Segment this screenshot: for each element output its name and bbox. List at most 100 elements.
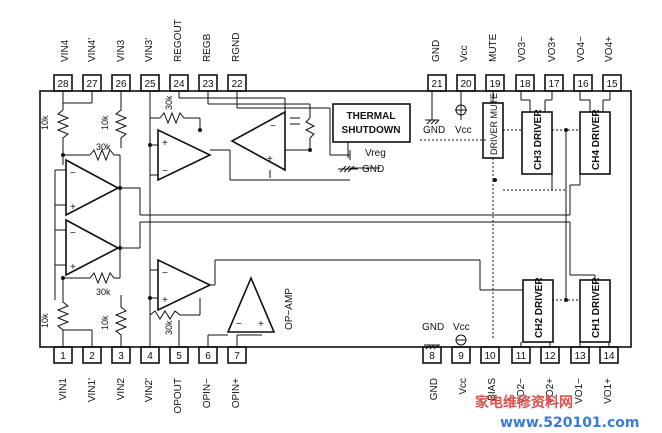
pin-label-25: VIN3' (144, 38, 155, 62)
pin-label-26: VIN3 (116, 39, 127, 62)
driver-wiring (479, 91, 611, 347)
pin-label-2: VIN1' (87, 378, 98, 402)
watermark-url: www.520101.com (500, 415, 640, 431)
pin-label-14: VO1+ (603, 378, 614, 404)
res-30k-label: 30k (96, 287, 111, 297)
amp-op-amp (226, 275, 276, 333)
pin-12-number: 12 (544, 351, 556, 362)
pin-label-24: REGOUT (173, 19, 184, 62)
vcc-label-a: Vcc (455, 125, 472, 136)
pin-19-box (485, 74, 505, 92)
pin-19-number: 19 (489, 79, 501, 90)
pin-label-21: GND (431, 40, 442, 62)
pin-10-number: 10 (484, 351, 496, 362)
pin-15-number: 15 (606, 79, 618, 90)
pin-label-23: REGB (202, 33, 213, 62)
svg-text:−: − (162, 268, 168, 279)
pin-14-number: 14 (603, 351, 615, 362)
thermal-label-2: SHUTDOWN (342, 125, 401, 136)
ch4-driver-block (579, 111, 611, 175)
pin-label-4: VIN2' (144, 378, 155, 402)
pin-label-27: VIN4' (87, 38, 98, 62)
pin-label-13: VO1− (574, 378, 585, 404)
pin-label-18: VO3− (517, 36, 528, 62)
amp-signs: − + − + + − − + − + − + (70, 121, 276, 330)
top-pin-labels: VIN4 VIN4' VIN3 VIN3' REGOUT REGB RGND G… (60, 19, 615, 62)
pin-label-16: VO4− (576, 36, 587, 62)
pin-20-box (456, 74, 476, 92)
pin-2-number: 2 (89, 351, 95, 362)
pin-label-9: Vcc (458, 378, 469, 395)
pin-8-number: 8 (429, 351, 435, 362)
pin-22-number: 22 (231, 79, 243, 90)
pin-label-22: RGND (231, 33, 242, 62)
amp-ch2-mid (157, 258, 212, 312)
ch2-driver-block (522, 279, 554, 343)
pin-16-box (573, 74, 593, 92)
res-30k-label: 30k (164, 95, 174, 110)
gnd-label-a: GND (362, 164, 384, 175)
op-amp-label: OP−AMP (284, 288, 295, 330)
res-10k-label: 10k (100, 115, 110, 130)
pin-label-19: MUTE (488, 33, 499, 62)
pin-23-number: 23 (202, 79, 214, 90)
pin-20-number: 20 (460, 79, 472, 90)
pin-25-number: 25 (144, 79, 156, 90)
pin-21-box (427, 74, 447, 92)
res-30k-label: 30k (164, 320, 174, 335)
svg-text:−: − (162, 166, 168, 177)
pin-label-6: OPIN− (202, 378, 213, 408)
bottom-pin-labels: VIN1 VIN1' VIN2 VIN2' OPOUT OPIN− OPIN+ … (58, 378, 614, 414)
pin-9-box (451, 346, 471, 364)
pin-28-number: 28 (57, 79, 69, 90)
svg-text:+: + (70, 202, 76, 213)
pin-label-5: OPOUT (173, 378, 184, 414)
amp-ch4 (65, 158, 120, 217)
thermal-shutdown-block (332, 103, 411, 143)
pin-label-3: VIN2 (116, 378, 127, 401)
pin-label-8: GND (429, 378, 440, 400)
watermark-text: 家电维修资料网 (475, 394, 573, 411)
gnd-label-c: GND (422, 322, 444, 333)
pin-7-number: 7 (234, 351, 240, 362)
pin-6-number: 6 (205, 351, 211, 362)
pin-18-number: 18 (519, 79, 531, 90)
pin-label-15: VO4+ (604, 36, 615, 62)
pin-label-7: OPIN+ (231, 378, 242, 408)
res-10k-label: 10k (40, 313, 50, 328)
driver-mute-label: DRIVER MUTE (489, 93, 499, 155)
pin-18-box (515, 74, 535, 92)
pin-17-number: 17 (548, 79, 560, 90)
pin-9-number: 9 (458, 351, 464, 362)
pin-label-28: VIN4 (60, 39, 71, 62)
pin-11-number: 11 (516, 351, 527, 362)
pin-label-12: VO2+ (545, 378, 556, 404)
pin-13-number: 13 (574, 351, 586, 362)
pin-26-number: 26 (115, 79, 127, 90)
pin-1-number: 1 (60, 351, 66, 362)
thermal-label-1: THERMAL (347, 111, 396, 122)
amp-regulator (230, 110, 286, 172)
pin-label-1: VIN1 (58, 378, 69, 401)
pin-24-number: 24 (173, 79, 185, 90)
svg-text:+: + (162, 295, 168, 306)
ch1-driver-label: CH1 DRIVER (591, 277, 602, 338)
pin-4-number: 4 (147, 351, 153, 362)
svg-text:+: + (258, 319, 264, 330)
pin-label-17: VO3+ (547, 36, 558, 62)
gnd-label-b: GND (423, 125, 445, 136)
res-30k-label: 30k (96, 142, 111, 152)
res-10k-label: 10k (40, 115, 50, 130)
pin-16-number: 16 (577, 79, 589, 90)
ch2-driver-label: CH2 DRIVER (534, 277, 545, 338)
svg-text:−: − (270, 121, 276, 132)
ch3-driver-block (521, 111, 553, 175)
pin-5-number: 5 (176, 351, 182, 362)
pin-3-number: 3 (118, 351, 124, 362)
pin-15-box (602, 74, 622, 92)
resistor-labels: 10k 10k 10k 10k 30k 30k 30k 30k (40, 95, 174, 335)
amp-ch1 (65, 218, 120, 277)
